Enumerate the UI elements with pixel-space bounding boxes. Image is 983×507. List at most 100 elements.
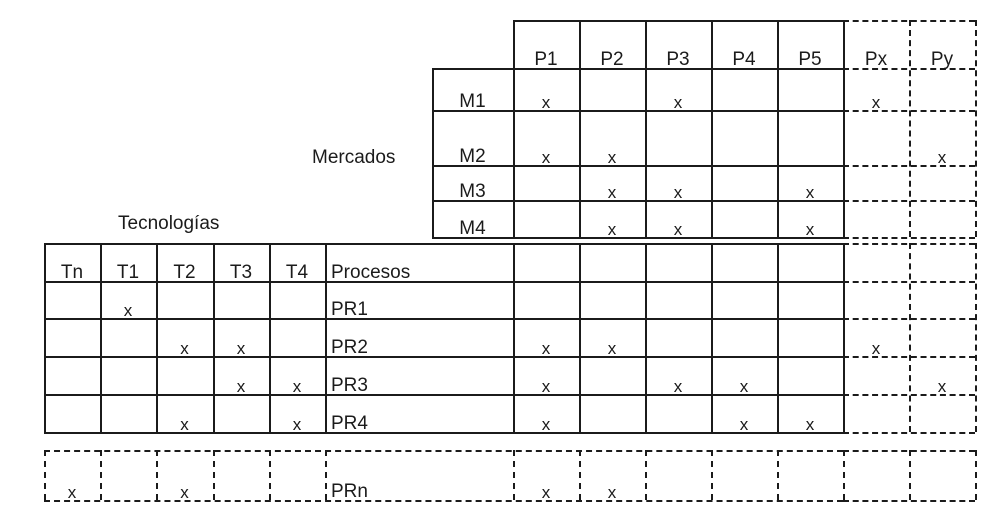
grid-line-horizontal: [432, 237, 843, 239]
grid-line-horizontal: [44, 281, 843, 283]
grid-line-horizontal: [843, 237, 975, 239]
grid-line-horizontal: [843, 432, 975, 434]
grid-line-vertical: [777, 20, 779, 237]
technology-column-header-t4-text: T4: [285, 262, 309, 283]
product-column-header-p3: P3: [645, 20, 711, 70]
mark-m2-p1: x: [513, 110, 579, 167]
mark-prn-p2: x: [579, 450, 645, 502]
mark-pr4-t4-text: x: [292, 415, 302, 434]
mark-pr4-p5-text: x: [805, 415, 815, 434]
grid-line-vertical: [213, 243, 215, 432]
grid-line-vertical: [645, 450, 647, 500]
mark-m1-px-text: x: [871, 93, 881, 112]
grid-line-vertical: [843, 20, 845, 237]
mark-m4-p3-text: x: [673, 220, 683, 239]
technology-column-header-t2-text: T2: [173, 262, 196, 283]
grid-line-vertical: [100, 450, 102, 500]
grid-line-vertical: [975, 243, 977, 432]
mark-pr3-py-text: x: [937, 377, 947, 396]
grid-line-horizontal: [44, 243, 843, 245]
grid-line-horizontal: [843, 500, 975, 502]
mark-pr3-p3-text: x: [673, 377, 683, 396]
mark-pr3-p1: x: [513, 356, 579, 395]
processes-header: Procesos: [325, 243, 513, 283]
mark-m2-py: x: [909, 110, 975, 166]
mark-pr4-p1: x: [513, 394, 579, 434]
mark-m4-p5-text: x: [805, 220, 815, 239]
technology-column-header-t3-text: T3: [229, 262, 253, 283]
grid-line-vertical: [44, 243, 46, 432]
mark-m1-p3: x: [645, 68, 711, 112]
process-row-header-pr3-text: PR3: [331, 375, 368, 396]
mark-pr4-t4: x: [269, 394, 325, 434]
mark-m2-p1-text: x: [541, 148, 551, 167]
mark-pr4-t2-text: x: [180, 415, 189, 434]
mark-m4-p5: x: [777, 200, 843, 239]
mark-prn-p1: x: [513, 450, 579, 501]
grid-line-vertical: [777, 243, 779, 432]
market-row-header-m4: M4: [432, 200, 513, 238]
grid-line-vertical: [269, 243, 271, 432]
mark-m1-p3-text: x: [673, 93, 683, 112]
mark-m3-p3-text: x: [673, 183, 683, 202]
grid-line-vertical: [156, 450, 158, 500]
mark-pr4-p1-text: x: [541, 415, 551, 434]
grid-line-horizontal: [44, 500, 843, 502]
mark-m4-p2-text: x: [607, 220, 617, 239]
grid-line-vertical: [645, 20, 647, 237]
grid-line-vertical: [325, 450, 327, 500]
process-row-header-pr3: PR3: [325, 356, 513, 396]
market-row-header-m2: M2: [432, 110, 513, 167]
grid-line-vertical: [909, 243, 911, 432]
processes-header-text: Procesos: [331, 262, 411, 283]
grid-line-horizontal: [432, 200, 843, 202]
product-column-header-p2: P2: [579, 20, 645, 70]
product-column-header-p3-text: P3: [666, 49, 690, 70]
grid-line-vertical: [975, 450, 977, 500]
process-row-header-pr4: PR4: [325, 394, 513, 433]
mark-pr3-p4-text: x: [739, 377, 749, 396]
technologies-title: Tecnologías: [118, 213, 220, 234]
mark-pr2-p1-text: x: [541, 339, 551, 358]
mark-pr3-p4: x: [711, 356, 777, 396]
grid-line-vertical: [579, 450, 581, 500]
mark-pr2-px: x: [843, 318, 909, 357]
mark-prn-p2-text: x: [607, 483, 617, 502]
grid-line-vertical: [579, 243, 581, 432]
grid-line-vertical: [432, 68, 434, 237]
mark-pr3-t4: x: [269, 356, 325, 395]
product-column-header-p1-text: P1: [534, 49, 558, 70]
mark-pr2-t3: x: [213, 318, 269, 357]
product-column-header-p1: P1: [513, 20, 579, 70]
mark-pr2-p2-text: x: [607, 339, 617, 358]
product-column-header-px: Px: [843, 20, 909, 70]
grid-line-vertical: [711, 450, 713, 500]
grid-line-vertical: [579, 20, 581, 237]
grid-line-vertical: [975, 20, 977, 237]
product-column-header-px-text: Px: [864, 49, 888, 70]
mark-pr4-p4: x: [711, 394, 777, 433]
mark-prn-tn-text: x: [67, 483, 77, 502]
technology-column-header-t2: T2: [156, 243, 213, 283]
grid-line-vertical: [325, 243, 327, 432]
mark-m4-p3: x: [645, 200, 711, 239]
grid-line-vertical: [269, 450, 271, 500]
technology-column-header-t3: T3: [213, 243, 269, 283]
mark-m3-p2-text: x: [607, 183, 617, 202]
process-row-header-prn-text: PRn: [331, 481, 368, 502]
product-column-header-py: Py: [909, 20, 975, 69]
mark-m3-p5-text: x: [805, 183, 815, 202]
market-row-header-m3-text: M3: [459, 181, 486, 202]
process-row-header-pr2: PR2: [325, 318, 513, 357]
technology-column-header-t4: T4: [269, 243, 325, 283]
mark-prn-tn: x: [44, 450, 100, 502]
mark-pr3-t3: x: [213, 356, 269, 396]
product-column-header-p2-text: P2: [600, 49, 624, 70]
market-row-header-m2-text: M2: [459, 146, 486, 167]
mark-pr3-t3-text: x: [236, 377, 246, 396]
process-row-header-pr1-text: PR1: [331, 299, 368, 320]
grid-line-vertical: [777, 450, 779, 500]
mark-m3-p2: x: [579, 165, 645, 202]
mark-pr1-t1-text: x: [123, 301, 133, 320]
